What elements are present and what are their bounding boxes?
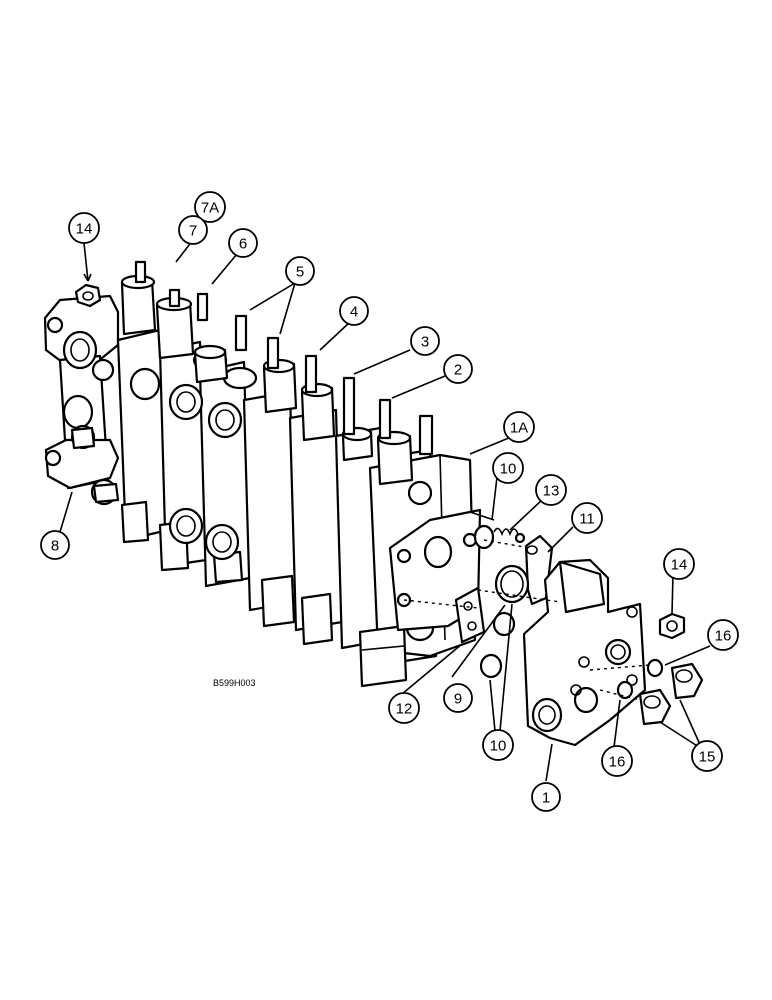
callout-label: 10: [500, 461, 517, 478]
callout-15: 15: [691, 740, 723, 772]
callout-bubbles: 14 7A7 6 5 4 3 2 1A 10 13 11 8 14 16 12 9 10 16 15 1: [40, 191, 739, 812]
callout-3: 3: [410, 326, 440, 356]
callout-label: 6: [239, 236, 247, 253]
callout-label: 10: [490, 738, 507, 755]
callout-7: 7: [178, 215, 208, 245]
callout-label: 16: [715, 628, 732, 645]
callout-14: 14: [68, 212, 100, 244]
callout-circle: [68, 212, 100, 244]
callout-label: 13: [543, 483, 560, 500]
callout-circle: [388, 692, 420, 724]
callout-label: 14: [671, 557, 688, 574]
callout-label: 7A: [201, 200, 219, 217]
callout-circle: [178, 215, 208, 245]
callout-6: 6: [228, 228, 258, 258]
callout-label: 15: [699, 749, 716, 766]
callout-label: 16: [609, 754, 626, 771]
port-bosses: [129, 348, 258, 561]
spool-clevis-tops: [134, 260, 434, 456]
callout-circle: [194, 191, 226, 223]
gasket-12: [454, 586, 486, 644]
callout-circle: [707, 619, 739, 651]
o-rings-9-10: [473, 524, 530, 679]
callout-9: 9: [443, 683, 473, 713]
callout-circle: [663, 548, 695, 580]
callout-circle: [535, 474, 567, 506]
callout-14: 14: [663, 548, 695, 580]
alignment-lines: [403, 539, 651, 701]
drawing-code: B599H003: [213, 678, 256, 688]
callout-circle: [601, 745, 633, 777]
callout-12: 12: [388, 692, 420, 724]
callout-label: 5: [296, 264, 304, 281]
callout-circle: [339, 296, 369, 326]
callout-label: 1A: [510, 420, 528, 437]
callout-7a: 7A: [194, 191, 226, 223]
callout-label: 14: [76, 221, 93, 238]
callout-label: 12: [396, 701, 413, 718]
callout-label: 9: [454, 691, 462, 708]
callout-circle: [410, 326, 440, 356]
callout-circle: [691, 740, 723, 772]
callout-10: 10: [492, 452, 524, 484]
callout-circle: [492, 452, 524, 484]
callout-label: 2: [454, 362, 462, 379]
callout-8: 8: [40, 530, 70, 560]
callout-2: 2: [443, 354, 473, 384]
callout-11: 11: [571, 502, 603, 534]
callout-circle: [503, 411, 535, 443]
callout-1a: 1A: [503, 411, 535, 443]
callout-circle: [285, 256, 315, 286]
callout-label: 8: [51, 538, 59, 555]
callout-label: 4: [350, 304, 358, 321]
callout-label: 7: [189, 223, 197, 240]
callout-label: 11: [579, 511, 595, 528]
callout-label: 3: [421, 334, 429, 351]
callout-circle: [571, 502, 603, 534]
callout-5: 5: [285, 256, 315, 286]
callout-16: 16: [601, 745, 633, 777]
spring-13: [469, 511, 526, 544]
callout-circle: [531, 782, 561, 812]
end-cover-1: [522, 558, 647, 747]
tie-rod-nut-left: [74, 283, 102, 308]
callout-4: 4: [339, 296, 369, 326]
callout-circle: [443, 354, 473, 384]
callout-16: 16: [707, 619, 739, 651]
callout-13: 13: [535, 474, 567, 506]
callout-10: 10: [482, 729, 514, 761]
callout-circle: [228, 228, 258, 258]
inlet-end-cover: [43, 294, 120, 506]
o-rings-16: [616, 658, 664, 700]
callout-label: 1: [542, 790, 550, 807]
callout-circle: [443, 683, 473, 713]
tie-rod-nut-right: [658, 612, 686, 640]
callout-1: 1: [531, 782, 561, 812]
callout-circle: [40, 530, 70, 560]
callout-circle: [482, 729, 514, 761]
spool-bottom-ends: [120, 500, 408, 688]
plugs-15: [638, 662, 704, 726]
